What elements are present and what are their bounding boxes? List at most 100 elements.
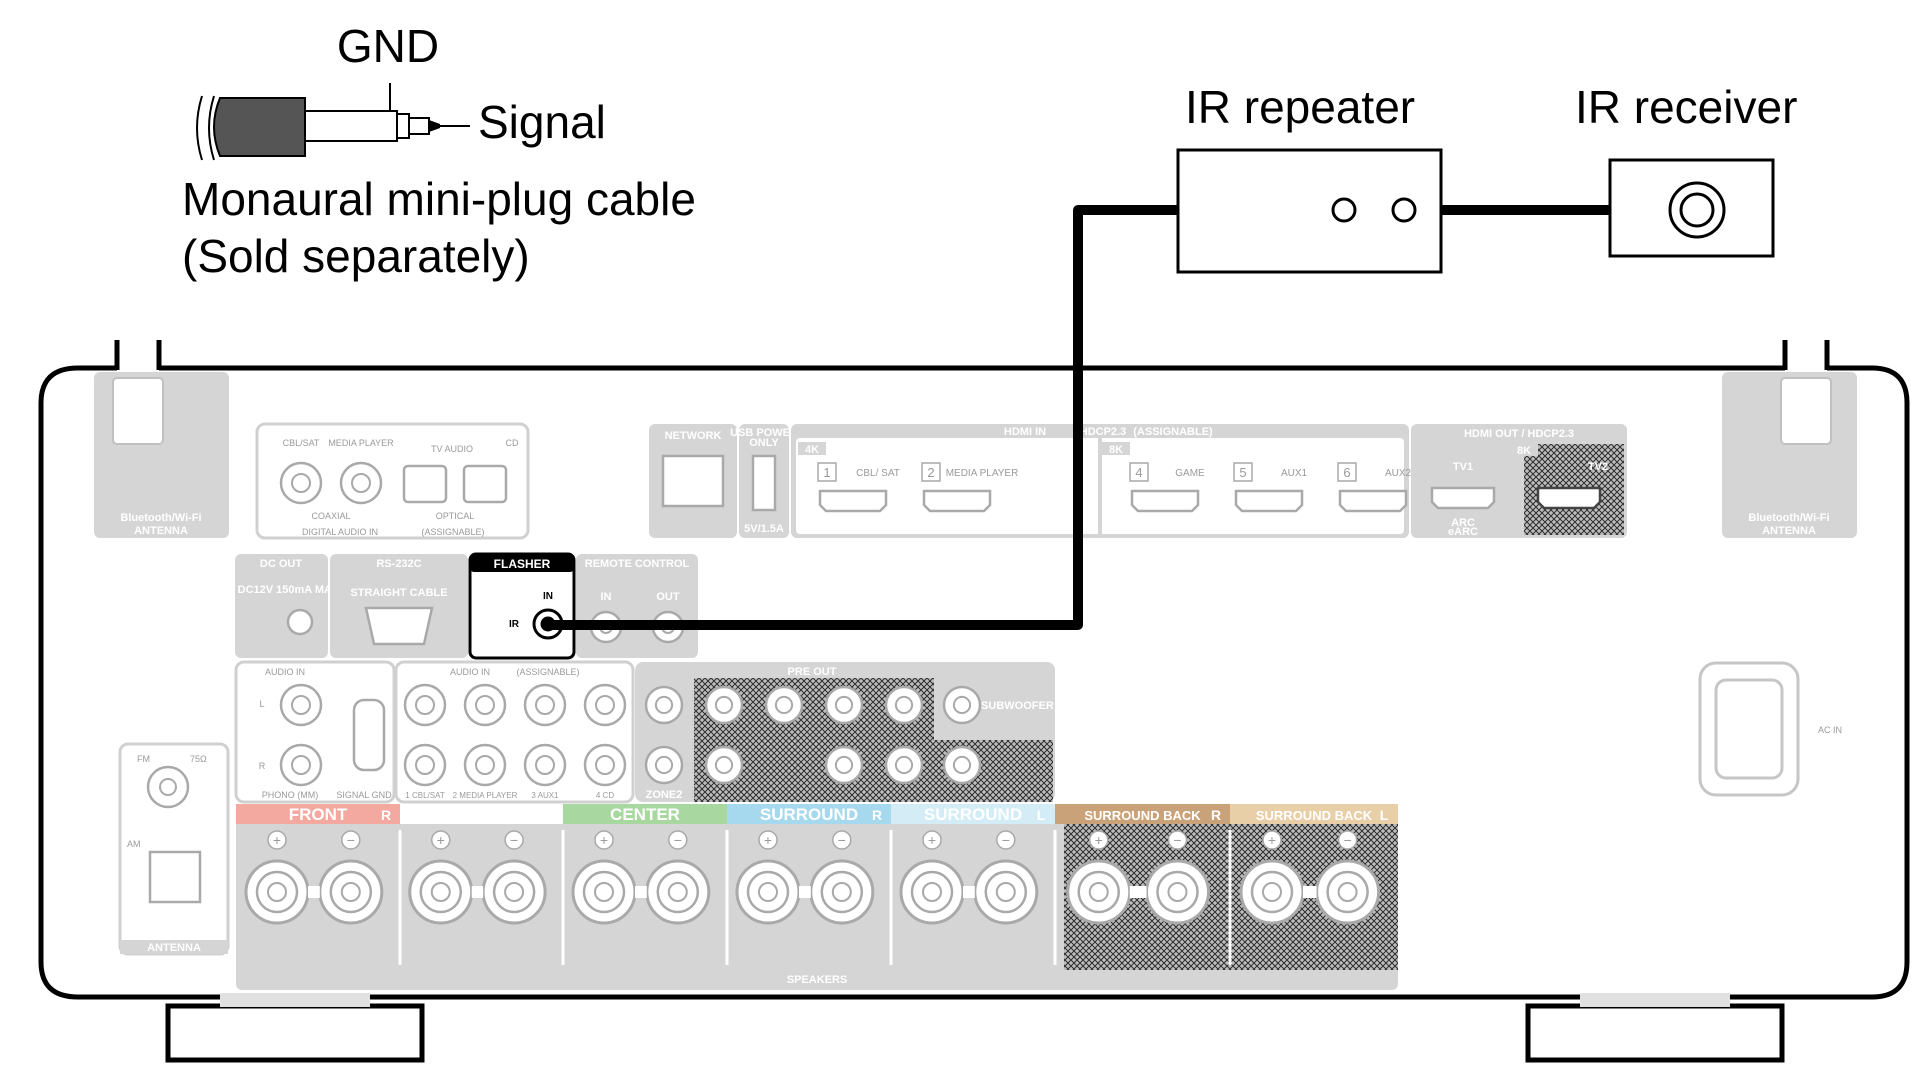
audio-in-input-label: 3 AUX1 <box>531 791 559 800</box>
ir-receiver-label: IR receiver <box>1575 81 1797 133</box>
hdmi-in-port-name: GAME <box>1175 468 1205 479</box>
foot-left <box>165 1003 425 1063</box>
rs232c-title: RS-232C <box>376 558 421 570</box>
flasher-ir-label: IR <box>509 619 520 630</box>
hdmi-in-port-name: AUX2 <box>1385 468 1412 479</box>
audio-in-jack-bottom <box>583 743 627 787</box>
hdmi-out-tv1: TV1 <box>1453 461 1473 473</box>
flasher-in-label: IN <box>543 591 553 602</box>
speaker-group-name: FRONT <box>289 805 348 824</box>
hdmi-in-port-number: 1 <box>823 465 830 480</box>
speaker-group-side: L <box>1380 807 1389 823</box>
speakers-title: SPEAKERS <box>787 974 848 986</box>
speaker-group-name: SURROUND BACK <box>1256 808 1373 823</box>
pre-out-jack <box>824 685 864 725</box>
speaker-group: CENTER+− <box>561 804 727 965</box>
bt-antenna-left-line2: ANTENNA <box>134 525 188 537</box>
audio-in-title: AUDIO IN <box>450 667 490 677</box>
mini-plug-illustration: GND Signal Monaural mini-plug cable (Sol… <box>182 20 696 282</box>
speaker-group-side: R <box>381 807 391 823</box>
hdmi-in-4k-badge: 4K <box>805 444 819 456</box>
hdmi-in-assignable: (ASSIGNABLE) <box>1133 426 1213 438</box>
audio-in-phono-title: AUDIO IN <box>265 667 305 677</box>
coaxial-label: COAXIAL <box>311 511 350 521</box>
polarity-symbol: − <box>1344 832 1352 848</box>
speaker-group-side: R <box>872 807 882 823</box>
plug-body <box>213 97 306 157</box>
hdmi-in-title: HDMI IN <box>1004 426 1046 438</box>
digital-input-3-label: TV AUDIO <box>431 444 473 454</box>
am-label: AM <box>127 839 141 849</box>
antenna-title: ANTENNA <box>147 942 201 954</box>
optical-label: OPTICAL <box>436 511 475 521</box>
pre-out-jack <box>644 745 684 785</box>
flasher-title: FLASHER <box>494 557 551 571</box>
usb-label-1: USB POWER <box>730 427 798 439</box>
remote-control-title: REMOTE CONTROL <box>585 558 690 570</box>
speaker-group-name: SURROUND <box>760 805 858 824</box>
hdmi-in-port-6: 6 AUX2 <box>1337 462 1412 513</box>
audio-in-jack-top <box>523 683 567 727</box>
polarity-symbol: + <box>437 832 445 848</box>
hdmi-in-8k-badge: 8K <box>1109 444 1123 456</box>
speaker-group-side: L <box>1037 807 1046 823</box>
ir-repeater-jack-1 <box>1331 197 1357 223</box>
pre-out-jack <box>884 685 924 725</box>
fm-ohm-label: 75Ω <box>190 754 207 764</box>
phono-l-label: L <box>259 699 264 709</box>
audio-in-assignable: (ASSIGNABLE) <box>516 667 579 677</box>
hdmi-in-port-name: AUX1 <box>1281 468 1308 479</box>
hdmi-out-title: HDMI OUT / HDCP2.3 <box>1464 428 1574 440</box>
phono-r-label: R <box>259 761 266 771</box>
audio-in-input-label: 2 MEDIA PLAYER <box>453 791 518 800</box>
pre-out-jacks <box>644 685 982 785</box>
audio-in-input-label: 1 CBL/SAT <box>405 791 445 800</box>
speaker-group: FRONT R + − <box>236 804 400 925</box>
pre-out-title: PRE OUT <box>788 666 837 678</box>
bt-antenna-right-line2: ANTENNA <box>1762 525 1816 537</box>
polarity-symbol: + <box>928 832 936 848</box>
audio-in-jack-bottom <box>463 743 507 787</box>
pre-out-jack <box>704 685 744 725</box>
foot-right <box>1525 1003 1785 1063</box>
pre-out-jack <box>704 745 744 785</box>
signal-gnd-label: SIGNAL GND <box>336 790 392 800</box>
usb-label-2: ONLY <box>749 437 779 449</box>
signal-label: Signal <box>478 96 606 148</box>
bt-antenna-left-line1: Bluetooth/Wi-Fi <box>120 512 201 524</box>
hdmi-out-8k-badge: 8K <box>1517 445 1531 457</box>
speaker-group: SURROUND R + − <box>725 804 891 965</box>
polarity-symbol: + <box>273 832 281 848</box>
gnd-label: GND <box>337 20 439 72</box>
cable-title: Monaural mini-plug cable <box>182 173 696 225</box>
polarity-symbol: − <box>838 832 846 848</box>
digital-audio-title: DIGITAL AUDIO IN <box>302 527 378 537</box>
hdmi-in-hdcp: HDCP2.3 <box>1080 426 1126 438</box>
audio-in-panel <box>394 660 635 804</box>
pre-out-jack <box>942 685 982 725</box>
audio-in-jack-top <box>583 683 627 727</box>
zone2-label: ZONE2 <box>646 789 683 801</box>
pre-out-jack <box>764 685 804 725</box>
digital-input-2-label: MEDIA PLAYER <box>328 438 394 448</box>
network-label: NETWORK <box>665 430 722 442</box>
polarity-symbol: + <box>764 832 772 848</box>
phono-label: PHONO (MM) <box>262 790 319 800</box>
hdmi-in-port-5: 5 AUX1 <box>1233 462 1308 513</box>
digital-input-1-label: CBL/SAT <box>283 438 320 448</box>
rs232c-cable: STRAIGHT CABLE <box>350 587 447 599</box>
ac-in-label: AC IN <box>1818 725 1842 735</box>
hdmi-out-arc: ARC <box>1451 517 1475 529</box>
hdmi-in-port-number: 5 <box>1239 465 1246 480</box>
polarity-symbol: − <box>347 832 355 848</box>
speaker-group-name: SURROUND <box>924 805 1022 824</box>
hdmi-out-tv2: TV2 <box>1588 461 1608 473</box>
rs232c-panel <box>330 554 468 658</box>
hdmi-in-port-number: 6 <box>1343 465 1350 480</box>
